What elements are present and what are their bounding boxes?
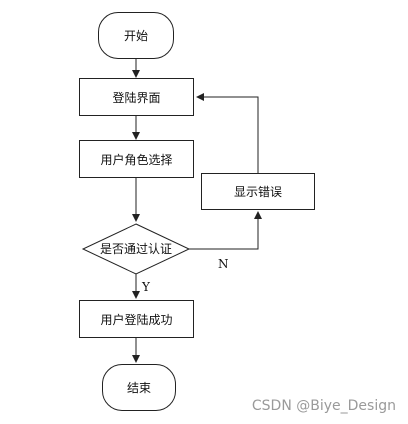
decision-text: 是否通过认证 bbox=[100, 242, 172, 256]
start-label: 开始 bbox=[123, 29, 148, 43]
end-terminal: 结束 bbox=[102, 364, 176, 411]
start-terminal: 开始 bbox=[98, 12, 174, 59]
role-select-box: 用户角色选择 bbox=[79, 140, 194, 178]
role-select-label: 用户角色选择 bbox=[100, 152, 173, 167]
login-success-box: 用户登陆成功 bbox=[79, 300, 194, 338]
csdn-watermark: CSDN @Biye_Design bbox=[251, 398, 396, 414]
show-error-label: 显示错误 bbox=[233, 185, 282, 199]
login-page-label: 登陆界面 bbox=[112, 90, 161, 105]
show-error-box: 显示错误 bbox=[201, 173, 315, 210]
login-success-label: 用户登陆成功 bbox=[100, 312, 173, 327]
end-label: 结束 bbox=[126, 381, 151, 395]
login-page-box: 登陆界面 bbox=[79, 78, 194, 116]
edge-decision-no-to-error bbox=[189, 211, 262, 250]
edge-label-no: N bbox=[218, 257, 229, 271]
edge-label-yes: Y bbox=[142, 280, 150, 294]
edge-error-to-login bbox=[196, 93, 259, 173]
